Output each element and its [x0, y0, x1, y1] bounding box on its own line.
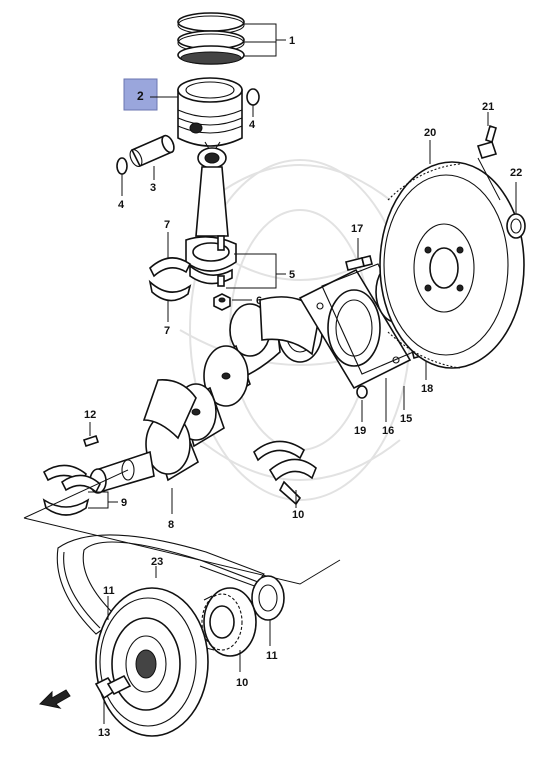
callout-17[interactable]: 15	[400, 413, 412, 425]
piston-pin-circlip-lower[interactable]	[116, 157, 128, 175]
callout-10[interactable]: 10	[292, 509, 304, 521]
piston-rings[interactable]	[177, 12, 245, 65]
leader-9	[88, 491, 118, 509]
crankshaft[interactable]	[89, 296, 323, 494]
flywheel-bearing[interactable]	[506, 213, 526, 239]
callout-5[interactable]: 5	[289, 269, 295, 281]
leader-23	[477, 112, 501, 201]
callout-25[interactable]: 23	[151, 556, 163, 568]
highlight-box-2[interactable]	[123, 78, 158, 111]
front-arrow-icon	[38, 689, 71, 709]
main-bearing-upper[interactable]	[42, 464, 101, 494]
pulley-key[interactable]	[82, 434, 100, 448]
thrust-bearing[interactable]	[253, 440, 317, 506]
callout-9[interactable]: 9	[121, 497, 127, 509]
callout-23[interactable]: 21	[482, 101, 494, 113]
piston[interactable]	[177, 77, 243, 156]
callout-18[interactable]: 16	[382, 425, 394, 437]
connecting-rod[interactable]	[185, 147, 237, 287]
callout-2[interactable]: 2	[137, 89, 144, 103]
piston-pin-circlip-upper[interactable]	[246, 88, 260, 106]
front-oil-seal[interactable]	[251, 575, 285, 621]
callout-11[interactable]: 11	[266, 650, 278, 662]
callout-12[interactable]: 10	[236, 677, 248, 689]
callout-13[interactable]: 11	[103, 585, 115, 597]
callout-19[interactable]: 17	[351, 223, 363, 235]
callout-14[interactable]: 12	[84, 409, 96, 421]
oil-seal-housing[interactable]	[298, 268, 412, 390]
v-belt[interactable]	[56, 534, 265, 635]
pulley-bolt[interactable]	[94, 674, 132, 700]
flywheel-bolt[interactable]	[476, 124, 498, 159]
callout-4a[interactable]: 4	[249, 119, 256, 131]
connecting-rod-bearing-upper[interactable]	[149, 257, 192, 278]
callout-7a[interactable]: 7	[164, 219, 170, 231]
leader-5	[226, 253, 286, 289]
timing-belt-pulley[interactable]	[201, 587, 257, 657]
callout-4b[interactable]: 4	[118, 199, 125, 211]
callout-22[interactable]: 20	[424, 127, 436, 139]
piston-pin[interactable]	[128, 134, 177, 169]
connecting-rod-bearing-lower[interactable]	[148, 279, 192, 302]
perspective-guide	[23, 469, 341, 585]
dowel-pin[interactable]	[356, 385, 368, 399]
callout-20[interactable]: 18	[421, 383, 433, 395]
callout-1[interactable]: 1	[289, 35, 295, 47]
leader-1	[244, 23, 286, 57]
flywheel[interactable]	[379, 161, 525, 369]
callout-7b[interactable]: 7	[164, 325, 170, 337]
callout-3[interactable]: 3	[150, 182, 156, 194]
callout-24[interactable]: 22	[510, 167, 522, 179]
main-bearing-lower[interactable]	[42, 498, 90, 516]
housing-bolt[interactable]	[345, 255, 373, 271]
callout-15[interactable]: 13	[98, 727, 110, 739]
callout-21[interactable]: 19	[354, 425, 366, 437]
callout-8[interactable]: 8	[168, 519, 174, 531]
connecting-rod-nut[interactable]	[213, 293, 231, 311]
crankshaft-pulley[interactable]	[95, 587, 209, 737]
callout-6[interactable]: 6	[256, 295, 262, 307]
